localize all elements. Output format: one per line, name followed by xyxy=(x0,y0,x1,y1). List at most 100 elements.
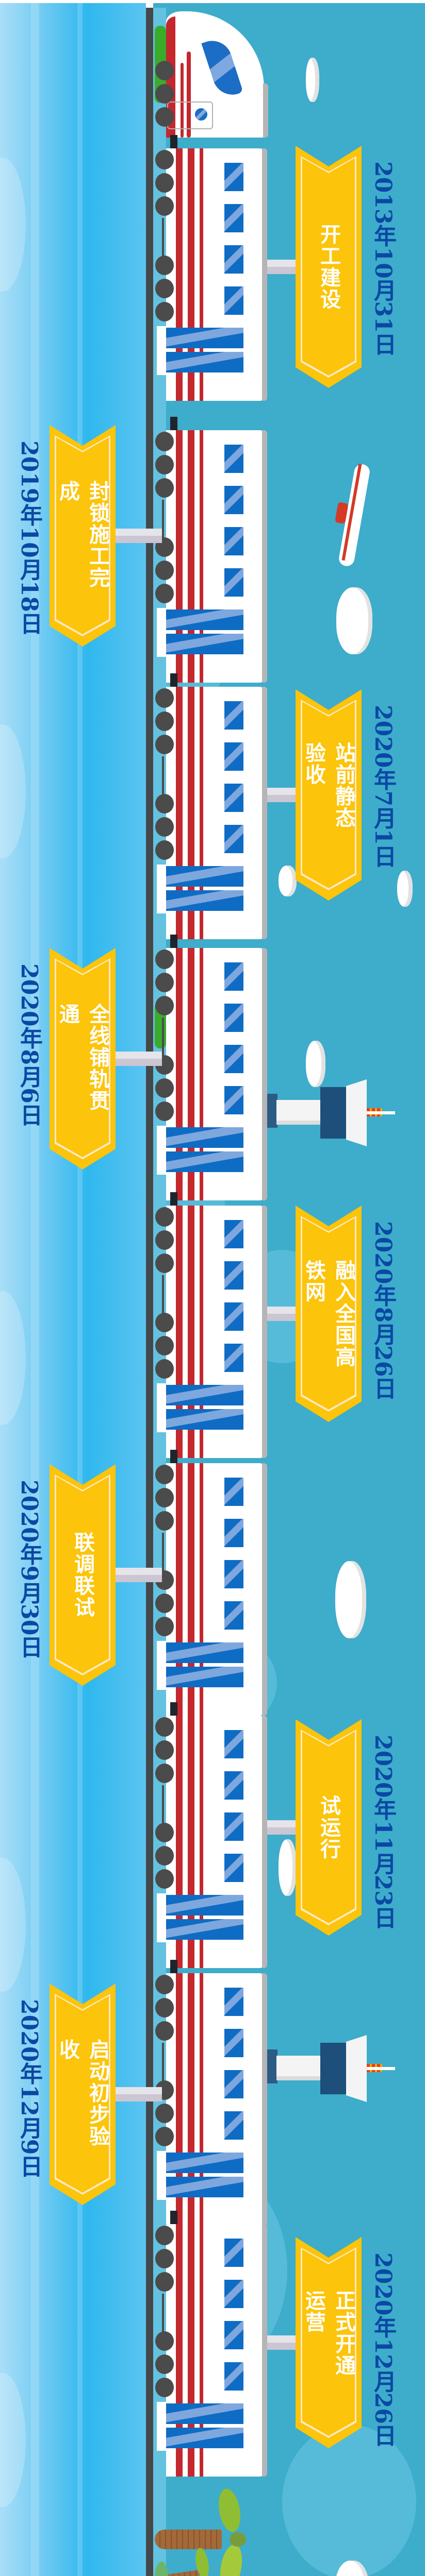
wheel xyxy=(155,173,174,193)
palm-tree-icon xyxy=(155,2547,258,2576)
coupler xyxy=(170,1450,177,1463)
wheel xyxy=(155,1764,174,1783)
milestone-label: 启动初步验收 xyxy=(56,2039,109,2147)
connector-pole xyxy=(267,2335,296,2350)
wheel xyxy=(155,2249,174,2268)
train-car-icon xyxy=(157,430,267,683)
milestone-date: 2020年12月9日 xyxy=(16,1999,42,2178)
train-car-icon xyxy=(157,687,267,939)
bogie-bar xyxy=(162,756,164,798)
milestone-label: 站前静态验收 xyxy=(302,742,355,829)
milestone-label: 开工建设 xyxy=(317,224,340,310)
top-border xyxy=(0,0,425,3)
wheel xyxy=(155,1313,174,1332)
coupler xyxy=(170,135,177,148)
sky-wave xyxy=(0,1858,26,1992)
wheel xyxy=(155,1823,174,1842)
wheel xyxy=(155,794,174,814)
coupler xyxy=(170,1702,177,1716)
wheel xyxy=(155,1717,174,1737)
wheel xyxy=(155,1336,174,1355)
cloud-icon xyxy=(279,866,297,896)
wheel xyxy=(155,1078,174,1098)
connector-pole xyxy=(267,1820,296,1835)
milestone-banner: 联调联试 xyxy=(50,1464,116,1686)
wheel xyxy=(155,1511,174,1531)
sky-wave xyxy=(0,1291,26,1425)
connector-pole xyxy=(267,260,296,274)
wheel xyxy=(155,279,174,298)
coupler xyxy=(170,935,177,948)
cloud-icon xyxy=(335,1561,366,1638)
bogie-bar xyxy=(162,218,164,259)
cloud-icon xyxy=(397,871,413,907)
connector-pole xyxy=(267,788,296,802)
connector-pole xyxy=(115,529,162,543)
milestone-label: 正式开通运营 xyxy=(302,2290,355,2377)
train-car-icon xyxy=(157,1463,267,1716)
coupler xyxy=(170,1960,177,1973)
bogie-bar xyxy=(162,1018,164,1059)
milestone-banner: 融入全国高铁网 xyxy=(296,1206,362,1422)
train-car-icon xyxy=(157,1206,267,1458)
rail-track xyxy=(146,8,153,2576)
milestone-date: 2013年10月31日 xyxy=(370,161,396,355)
wheel xyxy=(155,1359,174,1379)
wheel xyxy=(155,584,174,603)
coupler xyxy=(170,1192,177,1206)
wheel xyxy=(155,150,174,170)
sky-wave xyxy=(0,724,26,858)
wheel xyxy=(155,2104,174,2123)
wheel xyxy=(155,1846,174,1866)
wheel xyxy=(155,2354,174,2374)
milestone-date: 2020年8月6日 xyxy=(16,963,42,1126)
wheel xyxy=(155,1465,174,1484)
wheel xyxy=(155,84,174,104)
bogie-bar xyxy=(162,2043,164,2084)
wheel xyxy=(155,1617,174,1636)
wheel xyxy=(155,1594,174,1613)
wheel xyxy=(155,1998,174,2018)
milestone-date: 2019年10月18日 xyxy=(16,440,42,635)
connector-pole xyxy=(115,1568,162,1582)
milestone-banner: 全线铺轨贯通 xyxy=(50,948,116,1170)
milestone-banner: 启动初步验收 xyxy=(50,1984,116,2205)
sky-wave xyxy=(0,2373,26,2507)
wheel xyxy=(155,2272,174,2292)
train-car-icon xyxy=(157,1973,267,2226)
coupler xyxy=(170,673,177,687)
bogie-bar xyxy=(162,2294,164,2335)
milestone-banner: 正式开通运营 xyxy=(296,2237,362,2448)
control-tower-icon xyxy=(266,2035,395,2102)
wheel xyxy=(155,2226,174,2245)
cloud-icon xyxy=(336,587,372,654)
wheel xyxy=(155,1869,174,1889)
wheel xyxy=(155,107,174,127)
bogie-bar xyxy=(162,1533,164,1574)
milestone-label: 联调联试 xyxy=(71,1532,94,1618)
wheel xyxy=(155,302,174,321)
train-car-icon xyxy=(157,948,267,1200)
wheel xyxy=(155,950,174,969)
bogie-bar xyxy=(162,1275,164,1316)
wheel xyxy=(155,2021,174,2041)
milestone-label: 封锁施工完成 xyxy=(56,480,109,589)
wheel xyxy=(155,256,174,275)
wheel xyxy=(155,561,174,580)
train-car-icon xyxy=(157,2224,267,2477)
wheel xyxy=(155,688,174,708)
palm-tree-icon xyxy=(155,2487,289,2576)
bg-bubble xyxy=(282,2425,416,2576)
wheel xyxy=(155,432,174,451)
wheel xyxy=(155,2127,174,2146)
milestone-date: 2020年7月1日 xyxy=(370,705,396,868)
milestone-banner: 开工建设 xyxy=(296,146,362,388)
milestone-label: 融入全国高铁网 xyxy=(302,1260,355,1368)
connector-pole xyxy=(115,2087,162,2102)
milestone-label: 全线铺轨贯通 xyxy=(56,1003,109,1112)
wheel xyxy=(155,735,174,754)
connector-pole xyxy=(267,1307,296,1321)
milestone-date: 2020年11月23日 xyxy=(370,1735,396,1929)
connector-pole xyxy=(115,1052,162,1066)
wheel xyxy=(155,1253,174,1273)
